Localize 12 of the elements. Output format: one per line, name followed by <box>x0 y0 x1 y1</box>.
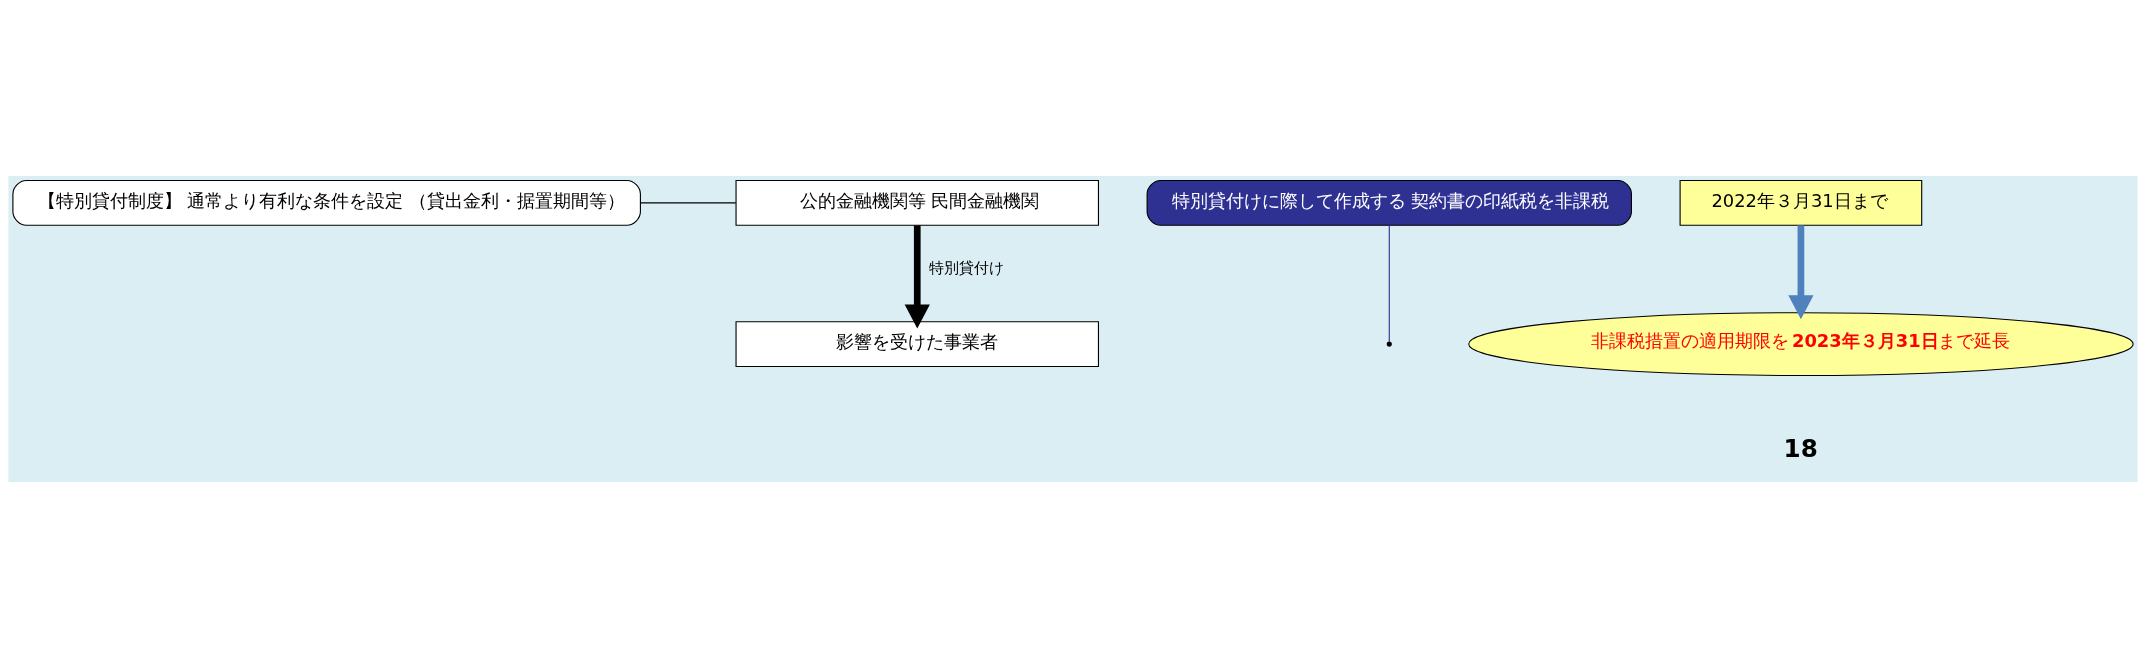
node-box: 特別貸付けに際して作成する 契約書の印紙税を非課税 <box>1146 179 1632 226</box>
connector <box>1388 224 1390 343</box>
arrow <box>1788 225 1814 320</box>
connector <box>640 202 737 204</box>
node-box: 【特別貸付制度】 通常より有利な条件を設定 （貸出金利・据置期間等） <box>12 179 641 226</box>
node-ellipse: 非課税措置の適用期限を 2023年３月31日まで延長 <box>1468 312 2134 377</box>
edge-label: 特別貸付け <box>929 259 1004 276</box>
node-box: 公的金融機関等 民間金融機関 <box>735 179 1099 226</box>
node-box: 2022年３月31日まで <box>1679 179 1923 226</box>
label: 18 <box>1783 433 1818 463</box>
arrow <box>904 225 930 329</box>
node-box: 影響を受けた事業者 <box>735 321 1099 368</box>
